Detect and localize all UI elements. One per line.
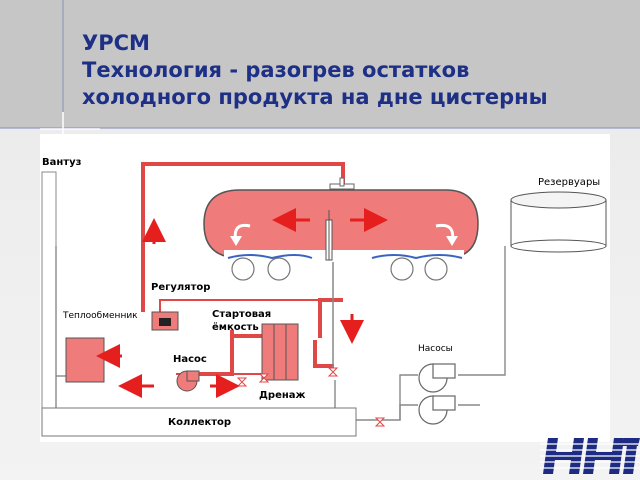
- collector-pipe: [41, 407, 357, 437]
- label-pump: Насос: [172, 354, 208, 365]
- regulator-core: [159, 318, 171, 326]
- label-drain: Дренаж: [259, 390, 306, 401]
- heat-exchanger: [65, 337, 105, 383]
- title-line-3: холодного продукта на дне цистерны: [82, 85, 548, 109]
- label-reservoirs: Резервуары: [538, 177, 601, 188]
- label-regulator: Регулятор: [150, 282, 212, 293]
- label-collector: Коллектор: [168, 417, 232, 428]
- right-panel: [508, 246, 608, 442]
- slide-title: УРСМ Технология - разогрев остатков холо…: [82, 30, 622, 111]
- vantuz-column: [41, 171, 57, 409]
- drain-valve: [327, 367, 339, 377]
- reservoir-tank: [510, 191, 607, 253]
- valve-2: [258, 373, 270, 383]
- nng-logo-icon: [540, 438, 640, 474]
- valve-collector: [374, 417, 386, 427]
- label-vantuz: Вантуз: [42, 157, 82, 168]
- start-tank: [261, 323, 299, 381]
- title-line-2: Технология - разогрев остатков: [82, 58, 470, 82]
- pumps-group: [418, 363, 456, 425]
- label-start-tank: Стартовая ёмкость: [212, 309, 272, 333]
- direction-arrows: [96, 218, 364, 398]
- label-heat-exchanger: Теплообменник: [62, 311, 139, 321]
- tank-flow-arrows: [230, 208, 458, 246]
- label-pumps: Насосы: [417, 344, 454, 354]
- tank-car: [203, 177, 479, 281]
- pump-red-outlet: [186, 370, 200, 382]
- title-line-1: УРСМ: [82, 31, 150, 55]
